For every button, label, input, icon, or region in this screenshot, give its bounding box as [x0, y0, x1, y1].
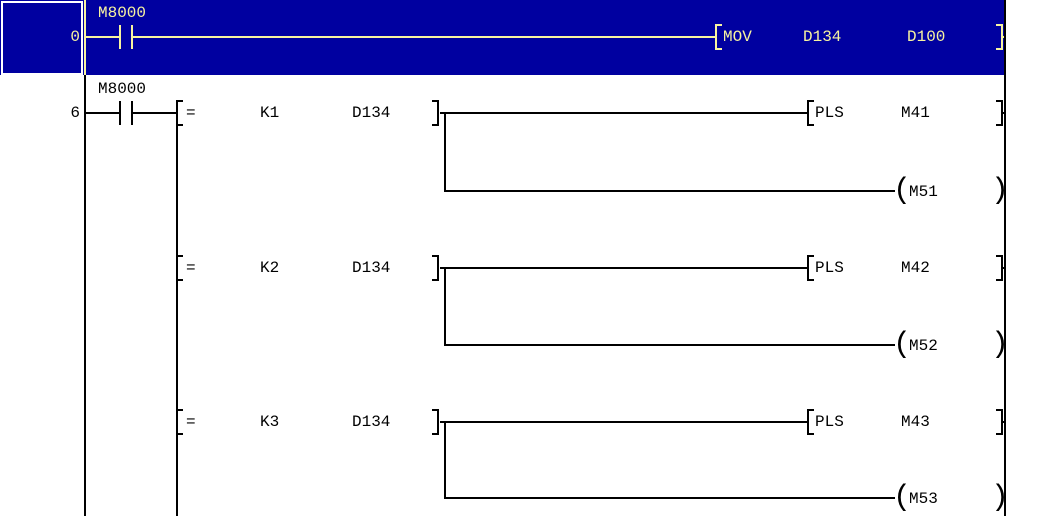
open-contact[interactable]: M8000 — [98, 4, 158, 50]
coil-close-icon: ) — [991, 174, 1010, 208]
pls-instruction[interactable]: PLS M42 — [807, 255, 1003, 281]
contact-bar-icon — [131, 25, 133, 49]
left-power-rail — [84, 0, 86, 75]
instruction-dest: D100 — [907, 28, 946, 46]
output-coil[interactable]: ( M53 ) — [893, 481, 1009, 515]
output-coil[interactable]: ( M51 ) — [893, 174, 1009, 208]
step-number: 6 — [70, 104, 80, 122]
compare-register: D134 — [352, 104, 391, 122]
coil-open-icon: ( — [893, 174, 912, 208]
left-power-rail — [84, 75, 86, 516]
coil-open-icon: ( — [893, 328, 912, 362]
wire-horizontal — [86, 112, 119, 114]
branch-wire-vertical — [176, 112, 178, 516]
wire-horizontal — [1001, 112, 1004, 114]
pls-device: M43 — [901, 413, 930, 431]
left-bracket-icon — [176, 255, 183, 281]
branch-wire-vertical — [444, 267, 446, 346]
wire-horizontal — [444, 497, 895, 499]
left-bracket-icon — [176, 100, 183, 126]
instruction-source: D134 — [803, 28, 842, 46]
pls-op: PLS — [815, 259, 844, 277]
step-number: 0 — [70, 28, 80, 46]
left-bracket-icon — [807, 255, 814, 281]
compare-value: K2 — [260, 259, 280, 277]
right-bracket-icon — [432, 255, 439, 281]
contact-bar-icon — [119, 101, 121, 125]
compare-op: = — [186, 104, 196, 122]
coil-close-icon: ) — [991, 481, 1010, 515]
wire-horizontal — [86, 36, 119, 38]
wire-horizontal — [133, 112, 176, 114]
wire-horizontal — [440, 267, 807, 269]
pls-instruction[interactable]: PLS M43 — [807, 409, 1003, 435]
compare-instruction[interactable]: = K2 D134 — [176, 255, 439, 281]
right-bracket-icon — [432, 100, 439, 126]
pls-device: M42 — [901, 259, 930, 277]
pls-device: M41 — [901, 104, 930, 122]
contact-bar-icon — [131, 101, 133, 125]
compare-register: D134 — [352, 413, 391, 431]
wire-horizontal — [444, 344, 895, 346]
right-bracket-icon — [996, 24, 1003, 50]
wire-horizontal — [444, 190, 895, 192]
right-power-rail — [1004, 0, 1006, 516]
compare-value: K1 — [260, 104, 280, 122]
instruction-op: MOV — [723, 28, 752, 46]
contact-bar-icon — [119, 25, 121, 49]
coil-close-icon: ) — [991, 328, 1010, 362]
wire-horizontal — [440, 421, 807, 423]
branch-wire-vertical — [444, 112, 446, 192]
compare-instruction[interactable]: = K3 D134 — [176, 409, 439, 435]
left-bracket-icon — [715, 24, 722, 50]
coil-device: M52 — [909, 337, 938, 355]
wire-horizontal — [133, 36, 715, 38]
compare-op: = — [186, 413, 196, 431]
compare-op: = — [186, 259, 196, 277]
open-contact[interactable]: M8000 — [98, 80, 158, 126]
selection-cursor[interactable] — [1, 1, 83, 75]
pls-instruction[interactable]: PLS M41 — [807, 100, 1003, 126]
wire-horizontal — [1001, 421, 1004, 423]
branch-wire-vertical — [444, 421, 446, 499]
compare-value: K3 — [260, 413, 280, 431]
right-bracket-icon — [432, 409, 439, 435]
output-coil[interactable]: ( M52 ) — [893, 328, 1009, 362]
contact-label: M8000 — [98, 4, 147, 22]
contact-label: M8000 — [98, 80, 147, 98]
compare-instruction[interactable]: = K1 D134 — [176, 100, 439, 126]
left-bracket-icon — [176, 409, 183, 435]
coil-device: M53 — [909, 490, 938, 508]
left-bracket-icon — [807, 100, 814, 126]
wire-horizontal — [440, 112, 807, 114]
mov-instruction[interactable]: MOV D134 D100 — [715, 24, 1003, 50]
left-bracket-icon — [807, 409, 814, 435]
pls-op: PLS — [815, 104, 844, 122]
wire-horizontal — [1001, 267, 1004, 269]
pls-op: PLS — [815, 413, 844, 431]
coil-open-icon: ( — [893, 481, 912, 515]
coil-device: M51 — [909, 183, 938, 201]
compare-register: D134 — [352, 259, 391, 277]
